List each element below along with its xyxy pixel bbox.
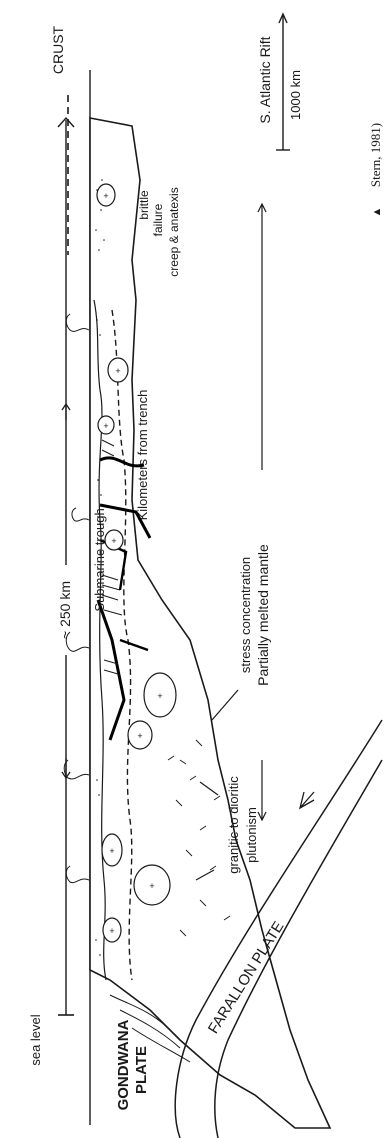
granitic-to-dioritic-label: granitic to dioritic (226, 776, 241, 874)
svg-text:+: + (115, 366, 120, 376)
svg-text:+: + (149, 881, 154, 891)
scale-1000-km-label: 1000 km (288, 70, 303, 120)
citation-text: Stern, 1981) (368, 123, 383, 187)
partially-melted-mantle-annotation (258, 204, 266, 820)
farallon-motion-arrow (300, 792, 314, 808)
km-from-trench-label: Kilometers from trench (135, 390, 150, 521)
svg-text:+: + (109, 926, 114, 936)
distance-250-km-label: ~ 250 km (57, 581, 73, 639)
creep-anatexis-label: creep & anatexis (167, 187, 181, 276)
brittle-label: brittle (137, 190, 151, 220)
stress-concentration-label: stress concentration (238, 557, 253, 673)
s-atlantic-rift-label: S. Atlantic Rift (257, 36, 273, 123)
svg-text:+: + (103, 421, 108, 431)
submarine-trough-label: Submarine trough (92, 508, 107, 611)
citation-marker: ▲ (371, 207, 383, 218)
svg-text:+: + (111, 536, 116, 546)
stress-concentration-arrow (212, 690, 238, 720)
partially-melted-mantle-label: Partially melted mantle (255, 544, 271, 686)
svg-text:+: + (137, 731, 142, 741)
svg-text:+: + (103, 191, 108, 201)
gondwana-label: GONDWANA (115, 1019, 132, 1110)
svg-text:+: + (157, 691, 162, 701)
crust-cross-section: + + + + + + + + + (90, 118, 330, 1128)
plutonism-label: plutonism (244, 807, 259, 863)
gondwana-plate-label: PLATE (133, 1046, 150, 1094)
svg-text:+: + (109, 846, 114, 856)
sea-level-label: sea level (28, 1014, 43, 1065)
crust-label: CRUST (50, 25, 66, 74)
failure-label: failure (151, 203, 165, 236)
